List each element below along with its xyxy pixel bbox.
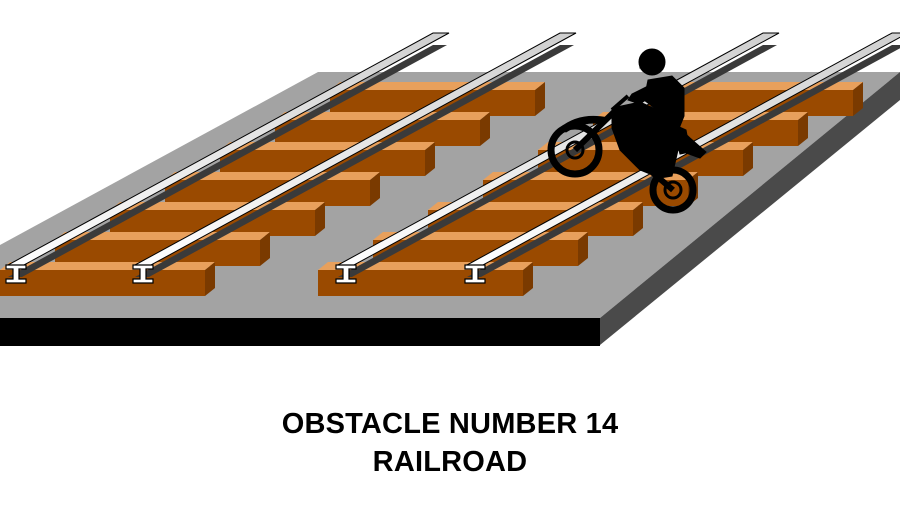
- railroad-tie-end: [535, 82, 545, 116]
- railroad-tie-end: [743, 142, 753, 176]
- railroad-tie-end: [633, 202, 643, 236]
- obstacle-name-title: RAILROAD: [372, 446, 528, 478]
- rail-web: [8, 45, 447, 277]
- rail-end-profile: [335, 264, 357, 284]
- railroad-tie-end: [260, 232, 270, 266]
- railroad-tie-end: [315, 202, 325, 236]
- obstacle-number-title: OBSTACLE NUMBER 14: [281, 408, 619, 440]
- obstacle-caption: OBSTACLE NUMBER 14 RAILROAD: [0, 405, 900, 481]
- rail-end-profile: [464, 264, 486, 284]
- railroad-tie-end: [370, 172, 380, 206]
- railroad-tie: [0, 270, 205, 296]
- railroad-tie-end: [578, 232, 588, 266]
- ground-front-face: [0, 318, 600, 346]
- rail-web: [135, 45, 574, 277]
- railroad-tie-end: [480, 112, 490, 146]
- rail-end-profile: [132, 264, 154, 284]
- rail-web: [467, 45, 900, 277]
- rail-end-profile: [5, 264, 27, 284]
- railroad-tie-end: [853, 82, 863, 116]
- ground-side-face: [600, 72, 900, 345]
- railroad-obstacle-illustration: [0, 32, 900, 346]
- motorcycle-rider-silhouette-icon: [547, 48, 707, 214]
- railroad-tie-end: [425, 142, 435, 176]
- railroad-tie-end: [523, 262, 533, 296]
- railroad-tie-end: [798, 112, 808, 146]
- railroad-tie-end: [205, 262, 215, 296]
